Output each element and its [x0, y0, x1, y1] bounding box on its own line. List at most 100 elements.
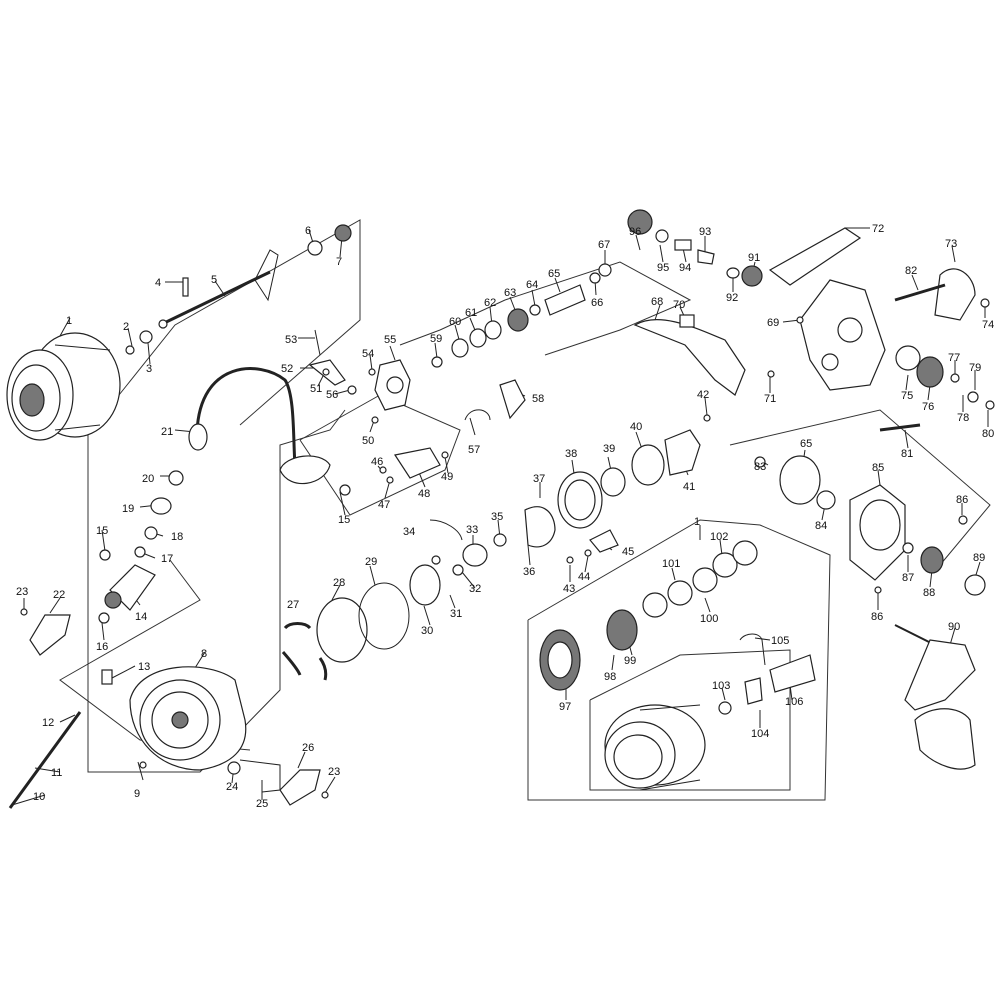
label-51: 51: [310, 383, 322, 395]
label-82: 82: [905, 265, 917, 277]
bail-group-box: [299, 394, 461, 516]
label-99: 99: [624, 655, 636, 667]
label-84: 84: [815, 520, 827, 532]
label-43: 43: [563, 583, 575, 595]
rotor: [101, 666, 281, 793]
label-100: 100: [700, 613, 718, 625]
label-45: 45: [622, 546, 634, 558]
label-35: 35: [491, 511, 503, 523]
label-23-right: 23: [328, 766, 340, 778]
label-18: 18: [171, 531, 183, 543]
label-87: 87: [902, 572, 914, 584]
label-79: 79: [969, 362, 981, 374]
label-16: 16: [96, 641, 108, 653]
label-74: 74: [982, 319, 994, 331]
label-47: 47: [378, 499, 390, 511]
label-10: 10: [33, 791, 45, 803]
label-31: 31: [450, 608, 462, 620]
label-5: 5: [211, 274, 217, 286]
label-1-left: 1: [66, 315, 72, 327]
label-36: 36: [523, 566, 535, 578]
label-14: 14: [135, 611, 147, 623]
rotor-nut-plate: [409, 564, 441, 606]
label-52: 52: [281, 363, 293, 375]
label-2: 2: [123, 321, 129, 333]
pinion-group-box: [399, 261, 692, 356]
stopper-lever: [394, 447, 441, 479]
anti-reverse-plate: [524, 506, 556, 548]
spool-right: [604, 704, 706, 791]
label-62: 62: [484, 297, 496, 309]
label-69: 69: [767, 317, 779, 329]
label-1-spool: 1: [694, 516, 700, 528]
label-32: 32: [469, 583, 481, 595]
body-cover: [633, 319, 746, 396]
label-56: 56: [326, 389, 338, 401]
label-66: 66: [591, 297, 603, 309]
label-63: 63: [504, 287, 516, 299]
label-60: 60: [449, 316, 461, 328]
label-6: 6: [305, 225, 311, 237]
label-27: 27: [287, 599, 299, 611]
label-73: 73: [945, 238, 957, 250]
label-54: 54: [362, 348, 374, 360]
label-96: 96: [629, 226, 641, 238]
label-67: 67: [598, 239, 610, 251]
label-50: 50: [362, 435, 374, 447]
label-58: 58: [532, 393, 544, 405]
label-55: 55: [384, 334, 396, 346]
label-33: 33: [466, 524, 478, 536]
label-28: 28: [333, 577, 345, 589]
spool-inner-box: [589, 649, 791, 791]
label-15-left: 15: [96, 525, 108, 537]
label-13: 13: [138, 661, 150, 673]
label-83: 83: [754, 461, 766, 473]
label-22: 22: [53, 589, 65, 601]
label-23-left: 23: [16, 586, 28, 598]
bail-rod: [8, 711, 82, 809]
label-8: 8: [201, 648, 207, 660]
label-71: 71: [764, 393, 776, 405]
label-34: 34: [403, 526, 415, 538]
label-37: 37: [533, 473, 545, 485]
label-44: 44: [578, 571, 590, 583]
bail-support-right: [279, 769, 321, 806]
label-19: 19: [122, 503, 134, 515]
label-77: 77: [948, 352, 960, 364]
label-93: 93: [699, 226, 711, 238]
label-105: 105: [771, 635, 789, 647]
parts: [6, 209, 995, 809]
label-80: 80: [982, 428, 994, 440]
gear-group-box: [729, 409, 991, 566]
label-64: 64: [526, 279, 538, 291]
label-24: 24: [226, 781, 238, 793]
label-89: 89: [973, 552, 985, 564]
callout-labels: 1 2 3 4 5 6 7 8 9 10 11 12 13 14 15 15 1…: [16, 223, 994, 810]
label-49: 49: [441, 471, 453, 483]
label-9: 9: [134, 788, 140, 800]
leader-lines: [11, 227, 989, 806]
label-65-top: 65: [548, 268, 560, 280]
label-61: 61: [465, 307, 477, 319]
label-65-gear: 65: [800, 438, 812, 450]
label-7: 7: [336, 256, 342, 268]
label-88: 88: [923, 587, 935, 599]
label-86-top: 86: [956, 494, 968, 506]
label-86-bottom: 86: [871, 611, 883, 623]
label-98: 98: [604, 671, 616, 683]
label-104: 104: [751, 728, 769, 740]
drive-gear: [779, 455, 821, 505]
label-97: 97: [559, 701, 571, 713]
label-72: 72: [872, 223, 884, 235]
label-17: 17: [161, 553, 173, 565]
line-roller: [98, 470, 184, 624]
bail-wire: [188, 367, 351, 496]
reel-body: [768, 227, 886, 391]
label-30: 30: [421, 625, 433, 637]
label-15-right: 15: [338, 514, 350, 526]
label-46: 46: [371, 456, 383, 468]
label-38: 38: [565, 448, 577, 460]
label-102: 102: [710, 531, 728, 543]
label-68: 68: [651, 296, 663, 308]
